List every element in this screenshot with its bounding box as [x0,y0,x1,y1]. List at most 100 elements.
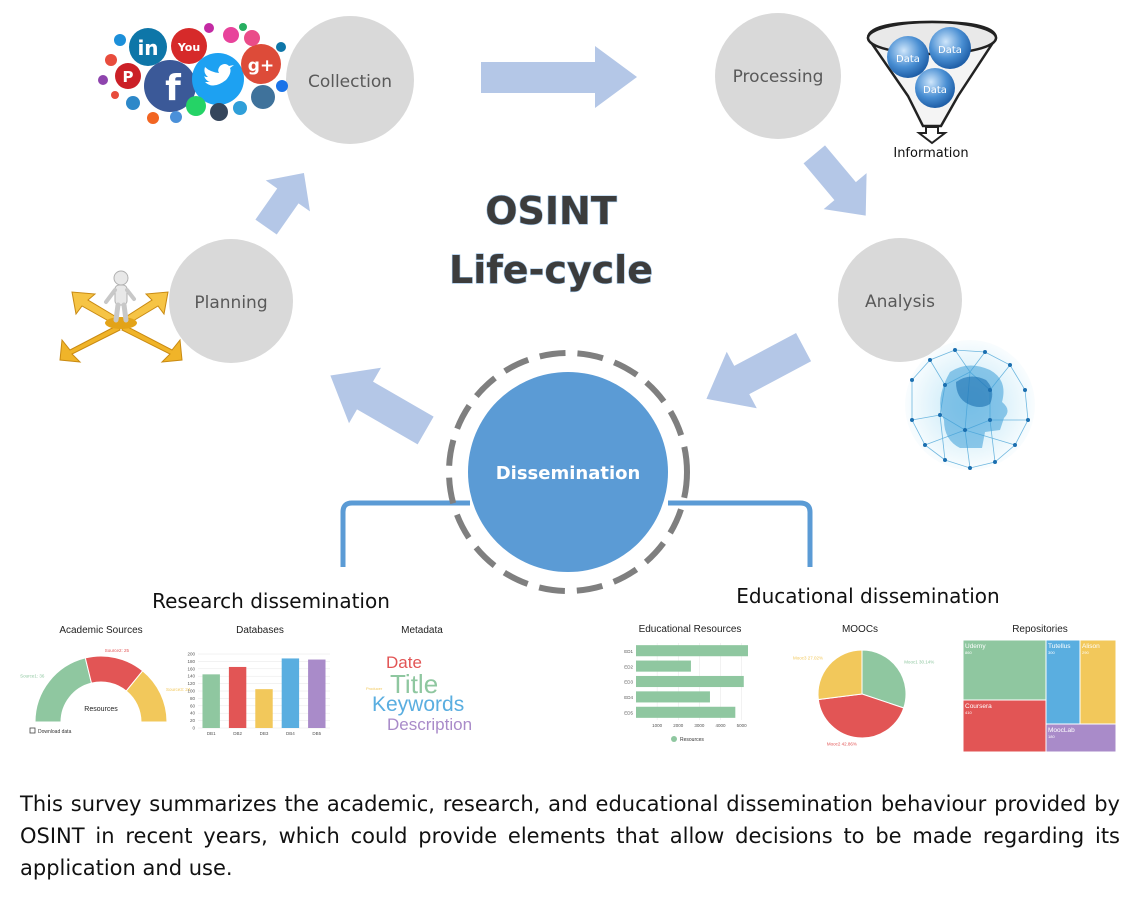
repository-tile [962,699,1047,753]
edu-bar [636,645,748,657]
academic-slice-label: Source1: 36 [20,674,45,679]
collection-label: Collection [308,72,392,92]
svg-text:Data: Data [896,54,920,65]
svg-text:Data: Data [923,85,947,96]
databases-ytick: 200 [187,652,195,657]
edu-xtick: 5000 [737,723,748,728]
repository-tile-name: Udemy [965,643,986,650]
svg-text:P: P [123,68,134,86]
databases-ytick: 80 [190,696,196,701]
brain-network-icon [905,340,1035,470]
databases-xtick: DB3 [260,731,269,736]
edu-ytick: ED5 [624,710,633,715]
repositories-title: Repositories [1012,624,1068,635]
research-bracket [340,500,470,567]
edu-xtick: 2000 [673,723,684,728]
processing-circle [715,13,841,139]
svg-text:Data: Data [938,45,962,56]
dissemination-circle [468,372,668,572]
edu-xtick: 1000 [652,723,663,728]
repository-tile-name: Coursera [965,703,992,710]
edu-bar [636,706,736,718]
arrow-processing-to-analysis [803,145,867,216]
edu-ytick: ED1 [624,649,633,654]
repository-tile [1045,723,1117,753]
data-bubble-icon [887,36,929,78]
repository-tile-value: 410 [965,710,972,715]
metadata-word: Title [390,669,438,699]
planning-label: Planning [194,293,267,313]
databases-ytick: 120 [187,681,195,686]
databases-ytick: 20 [190,718,196,723]
databases-xtick: DB2 [233,731,242,736]
edu-ytick: ED4 [624,695,633,700]
svg-text:f: f [165,68,181,109]
pinterest-icon [115,63,141,89]
svg-text:You: You [177,41,200,54]
databases-xtick: DB4 [286,731,295,736]
information-label: Information [893,146,968,161]
dissemination-dashed-ring [446,350,690,594]
databases-bar [228,666,247,728]
svg-text:g+: g+ [248,56,274,76]
data-bubble-icon [929,27,971,69]
educational-heading: Educational dissemination [736,584,999,608]
moocs-title: MOOCs [842,624,878,635]
metadata-word: Keywords [372,693,464,716]
edu-xtick: 4000 [716,723,727,728]
arrow-analysis-to-dissemination [706,333,812,409]
repository-tile [1045,639,1081,725]
repository-tile-value: 300 [1048,650,1055,655]
repository-tile-value: 180 [1048,734,1055,739]
databases-ytick: 100 [187,689,195,694]
academic-center-label: Resources [84,706,118,713]
svg-text:in: in [137,36,158,60]
mooc-slice-label: Mooc2 42.86% [827,742,857,747]
databases-ytick: 0 [192,726,195,731]
databases-bar [255,689,273,728]
databases-ytick: 40 [190,711,196,716]
mooc-slice [817,649,863,701]
metadata-title: Metadata [401,625,443,636]
mooc-slice [817,693,905,739]
dissemination-label: Dissemination [496,463,641,484]
planning-circle [169,239,293,363]
databases-bar [202,674,220,728]
social-media-icons: in You f g+ P [98,23,288,124]
analysis-circle [838,238,962,362]
edu-xtick: 3000 [694,723,705,728]
title-line2: Life-cycle [449,248,653,292]
repository-tile [1079,639,1117,725]
googleplus-icon [241,44,281,84]
title-line1: OSINT [485,189,617,233]
moocs-chart: MOOCs Mooc1 30.14%Mooc2 42.86%Mooc3 27.0… [793,624,934,747]
linkedin-icon [129,28,167,66]
databases-ytick: 140 [187,674,195,679]
academic-slice-label: Source2: 25 [105,648,130,653]
repository-tile-name: Tutellus [1048,643,1071,650]
metadata-word: Producer [366,686,383,691]
data-funnel-icon: Data Data Data Information [866,20,998,161]
arrow-dissemination-to-planning [330,367,434,445]
facebook-icon [144,60,196,112]
whatsapp-icon [186,96,206,116]
databases-ytick: 60 [190,703,196,708]
databases-title: Databases [236,625,284,636]
academic-slice-label: Source3: 24 [166,687,191,692]
metadata-word: Description [387,715,472,734]
academic-slice [125,670,168,723]
edu-ytick: ED3 [624,680,633,685]
repositories-treemap: Repositories Udemy860Coursera410Tutellus… [962,624,1117,753]
metadata-wordcloud: Metadata Date Title Keywords Description… [366,625,472,734]
repository-tile-name: MoocLab [1048,727,1075,734]
crossroads-person-icon [59,270,183,363]
academic-download-label[interactable]: Download data [38,729,72,735]
processing-label: Processing [733,67,824,87]
databases-bar [281,658,300,728]
databases-xtick: DB1 [207,731,216,736]
edu-ytick: ED2 [624,664,633,669]
databases-chart: Databases 020406080100120140160180200DB1… [187,625,330,736]
